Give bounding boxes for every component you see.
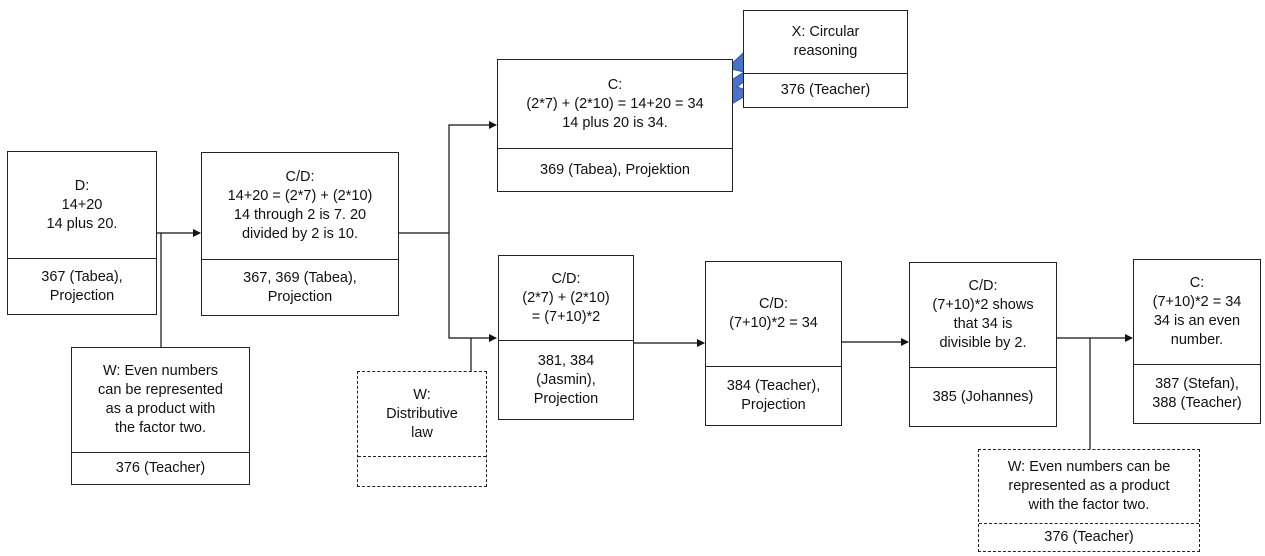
node-w1-claim: W: Even numbers can be represented as a … — [98, 363, 223, 436]
node-x1-source: 376 (Teacher) — [744, 73, 907, 107]
node-cd3: C/D: (7+10)*2 = 34 384 (Teacher), Projec… — [705, 261, 842, 426]
node-cd3-claim: C/D: (7+10)*2 = 34 — [729, 296, 818, 331]
node-cd2-claim: C/D: (2*7) + (2*10) = (7+10)*2 — [522, 270, 610, 325]
node-c1-claim: C: (2*7) + (2*10) = 14+20 = 34 14 plus 2… — [526, 76, 704, 131]
node-w3-claim: W: Even numbers can be represented as a … — [1007, 459, 1171, 513]
node-d1: D: 14+20 14 plus 20. 367 (Tabea), Projec… — [7, 151, 157, 315]
node-w2-source — [358, 456, 486, 486]
node-w1: W: Even numbers can be represented as a … — [71, 347, 250, 485]
node-w3-source: 376 (Teacher) — [979, 523, 1199, 551]
node-d1-claim: D: 14+20 14 plus 20. — [46, 177, 118, 232]
node-cd4: C/D: (7+10)*2 shows that 34 is divisible… — [909, 262, 1057, 427]
node-w1-source: 376 (Teacher) — [72, 452, 249, 484]
node-c2-claim: C: (7+10)*2 = 34 34 is an even number. — [1152, 275, 1242, 348]
arrow-cd1-to-cd2 — [448, 233, 497, 342]
node-cd3-source: 384 (Teacher), Projection — [706, 366, 841, 425]
node-cd1: C/D: 14+20 = (2*7) + (2*10) 14 through 2… — [201, 152, 399, 316]
node-w3: W: Even numbers can be represented as a … — [978, 449, 1200, 552]
node-cd4-claim: C/D: (7+10)*2 shows that 34 is divisible… — [932, 278, 1034, 351]
node-x1-claim: X: Circular reasoning — [791, 24, 860, 59]
node-w2: W: Distributive law — [357, 371, 487, 487]
node-c1: C: (2*7) + (2*10) = 14+20 = 34 14 plus 2… — [497, 59, 733, 192]
node-w2-claim: W: Distributive law — [386, 386, 458, 441]
node-cd2: C/D: (2*7) + (2*10) = (7+10)*2 381, 384 … — [498, 255, 634, 420]
node-cd4-source: 385 (Johannes) — [910, 367, 1056, 426]
node-cd1-source: 367, 369 (Tabea), Projection — [202, 259, 398, 315]
node-c2: C: (7+10)*2 = 34 34 is an even number. 3… — [1133, 259, 1261, 424]
node-cd1-claim: C/D: 14+20 = (2*7) + (2*10) 14 through 2… — [227, 169, 373, 242]
node-c2-source: 387 (Stefan), 388 (Teacher) — [1134, 364, 1260, 423]
node-cd2-source: 381, 384 (Jasmin), Projection — [499, 340, 633, 419]
arrow-cd1-to-c1 — [448, 121, 497, 233]
node-d1-source: 367 (Tabea), Projection — [8, 258, 156, 314]
node-x1: X: Circular reasoning 376 (Teacher) — [743, 10, 908, 108]
node-c1-source: 369 (Tabea), Projektion — [498, 148, 732, 191]
